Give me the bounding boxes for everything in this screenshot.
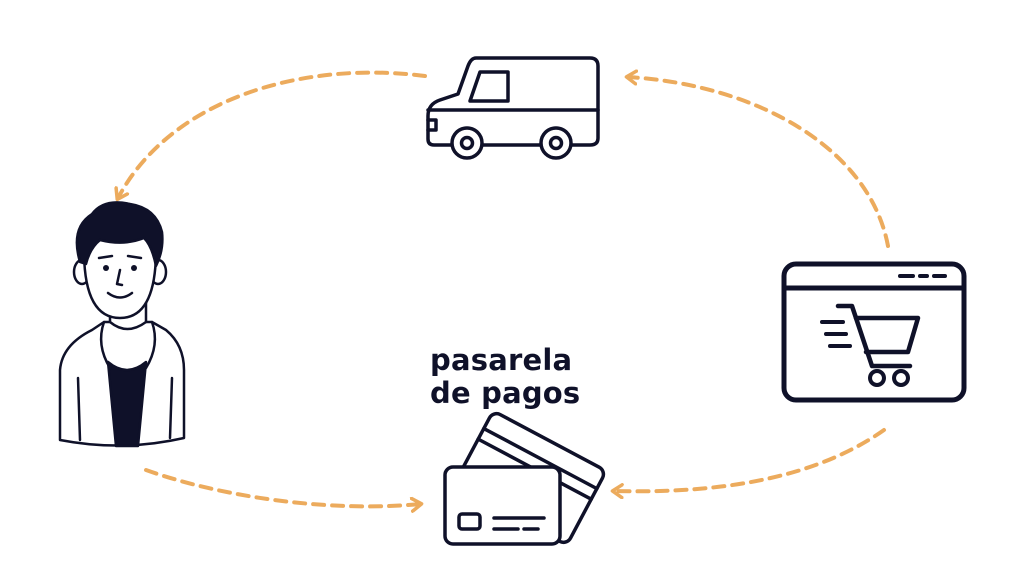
online-shop-cart-icon [781,261,967,403]
payment-gateway-label: pasarela de pagos [430,344,580,410]
person-icon [58,201,186,448]
flow-arrows [118,70,890,507]
van-icon [426,56,600,160]
arrow-shop-to-van [628,77,890,248]
arrow-person-to-payment [144,468,420,506]
arrow-shop-to-payment [614,428,886,491]
arrow-van-to-person [118,70,427,198]
credit-cards-icon [443,411,606,546]
label-line-1: pasarela [430,343,573,377]
label-line-2: de pagos [430,376,581,410]
